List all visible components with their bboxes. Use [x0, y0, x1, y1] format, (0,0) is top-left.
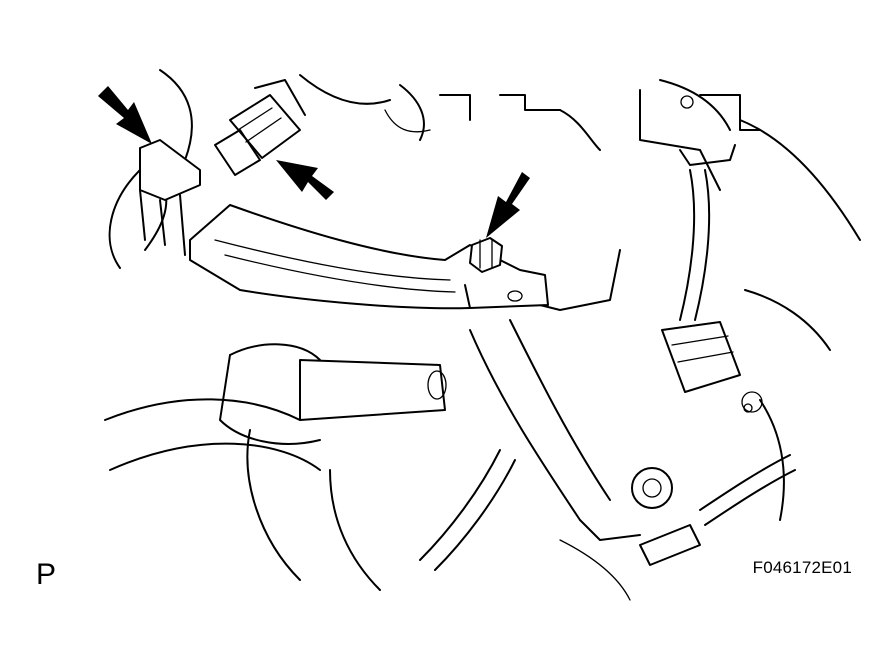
corner-mark-label: P — [36, 558, 57, 591]
hose-clamp — [139, 139, 201, 256]
upper-hose — [214, 79, 306, 176]
arrow-clamp-left — [98, 86, 152, 144]
callout-arrows — [98, 86, 530, 238]
hose-bracket — [189, 204, 549, 310]
background-engine-parts — [104, 69, 861, 601]
figure-id-label: F046172E01 — [752, 558, 852, 577]
arrow-hose-end — [276, 160, 334, 200]
arrow-bolt — [486, 172, 530, 238]
